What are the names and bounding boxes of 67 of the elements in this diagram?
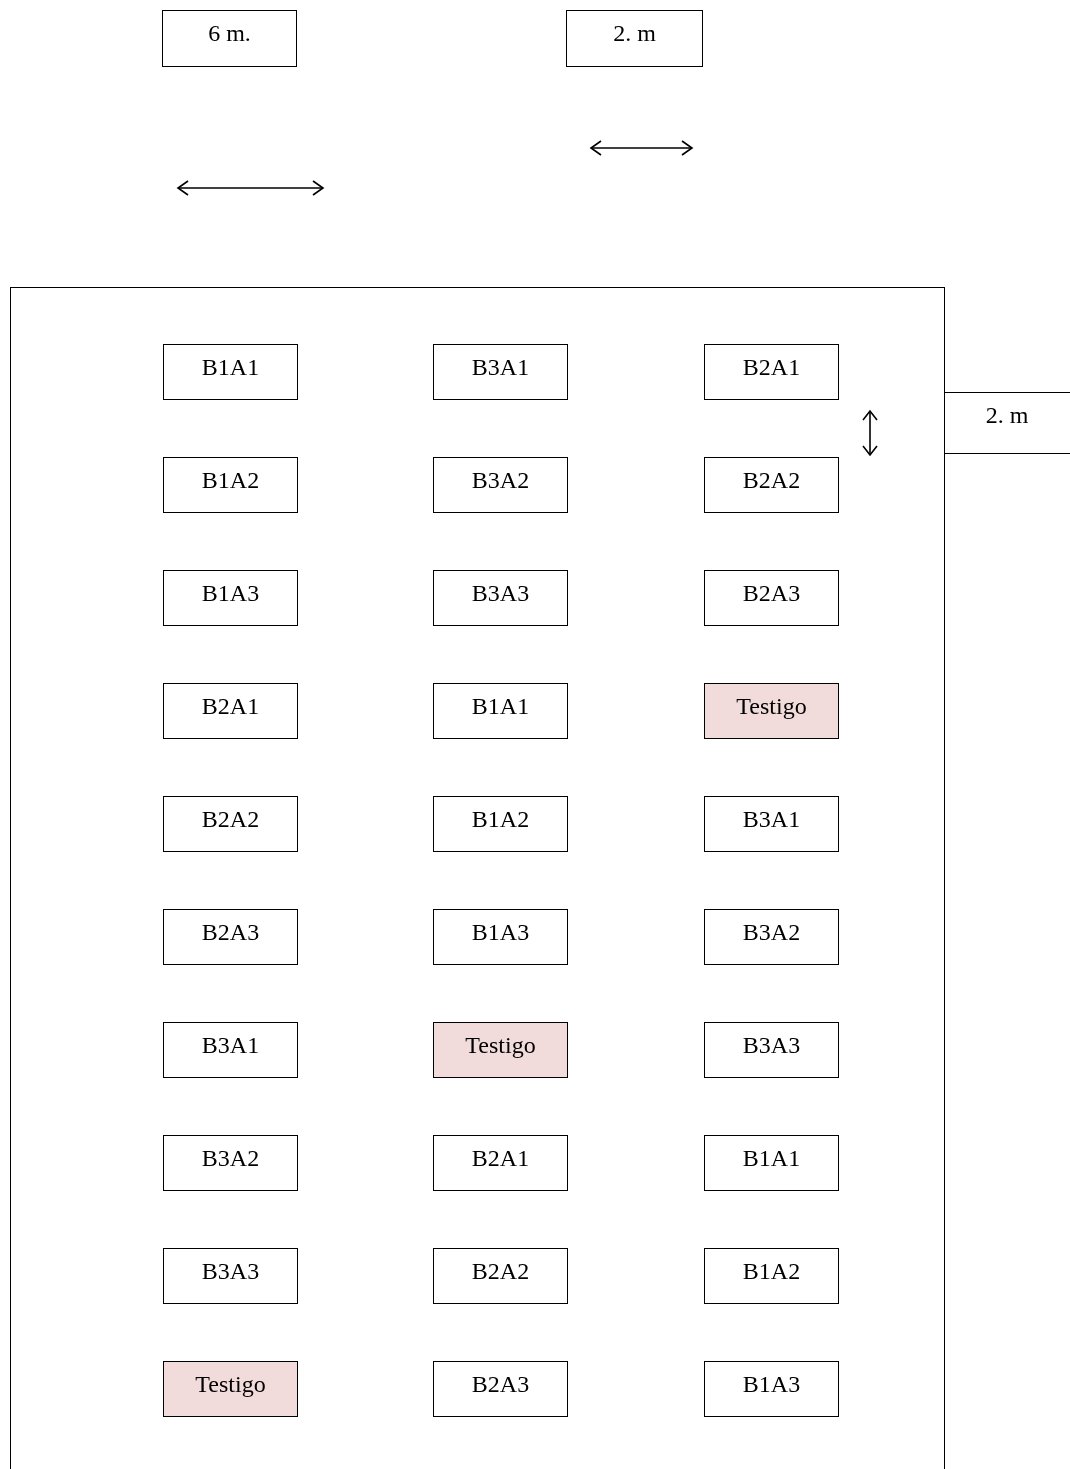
box-label: B1A1 (742, 1144, 801, 1172)
box-label: B2A2 (201, 805, 260, 833)
box-label: B2A3 (742, 579, 801, 607)
plot-box (433, 796, 568, 852)
box-label: B3A3 (742, 1031, 801, 1059)
box-label: 2. m (985, 401, 1029, 429)
plot-box (704, 1135, 839, 1191)
plot-box (163, 909, 298, 965)
box-label: B1A1 (471, 692, 530, 720)
plot-box (704, 683, 839, 739)
label-box (162, 10, 297, 67)
plot-box (163, 683, 298, 739)
box-label: B2A2 (471, 1257, 530, 1285)
box-label: B1A1 (201, 353, 260, 381)
box-label: B3A3 (201, 1257, 260, 1285)
plot-box (163, 1361, 298, 1417)
box-label: B3A1 (201, 1031, 260, 1059)
plot-box (433, 344, 568, 400)
plot-box (163, 457, 298, 513)
box-label: Testigo (736, 692, 807, 720)
plot-box (433, 1022, 568, 1078)
plot-box (704, 1248, 839, 1304)
box-label: B1A3 (201, 579, 260, 607)
box-label: B2A1 (201, 692, 260, 720)
box-label: B3A2 (742, 918, 801, 946)
box-label: 2. m (613, 19, 656, 47)
plot-box (163, 570, 298, 626)
field-outline (10, 287, 945, 1469)
box-label: B2A2 (742, 466, 801, 494)
plot-box (433, 457, 568, 513)
plot-box (704, 796, 839, 852)
box-label: B2A1 (742, 353, 801, 381)
plot-box (433, 683, 568, 739)
label-box (566, 10, 703, 67)
plot-box (704, 457, 839, 513)
box-label: B1A3 (742, 1370, 801, 1398)
plot-box (433, 1248, 568, 1304)
plot-box (163, 344, 298, 400)
box-label: B1A2 (471, 805, 530, 833)
box-label: B1A2 (742, 1257, 801, 1285)
plot-box (433, 1361, 568, 1417)
box-label: B1A2 (201, 466, 260, 494)
plot-box (704, 1361, 839, 1417)
plot-box (433, 909, 568, 965)
plot-box (704, 1022, 839, 1078)
plot-box (163, 1022, 298, 1078)
box-label: B3A1 (742, 805, 801, 833)
box-label: 6 m. (208, 19, 251, 47)
box-label: B2A3 (471, 1370, 530, 1398)
box-label: B2A1 (471, 1144, 530, 1172)
plot-box (704, 909, 839, 965)
plot-box (433, 1135, 568, 1191)
box-label: Testigo (195, 1370, 266, 1398)
box-label: B3A3 (471, 579, 530, 607)
box-label: B2A3 (201, 918, 260, 946)
box-label: Testigo (465, 1031, 536, 1059)
plot-box (433, 570, 568, 626)
plot-box (163, 796, 298, 852)
plot-box (163, 1248, 298, 1304)
plot-box (163, 1135, 298, 1191)
box-label: B3A1 (471, 353, 530, 381)
plot-box (704, 570, 839, 626)
label-box (944, 392, 1070, 454)
box-label: B3A2 (471, 466, 530, 494)
plot-box (704, 344, 839, 400)
box-label: B3A2 (201, 1144, 260, 1172)
box-label: B1A3 (471, 918, 530, 946)
